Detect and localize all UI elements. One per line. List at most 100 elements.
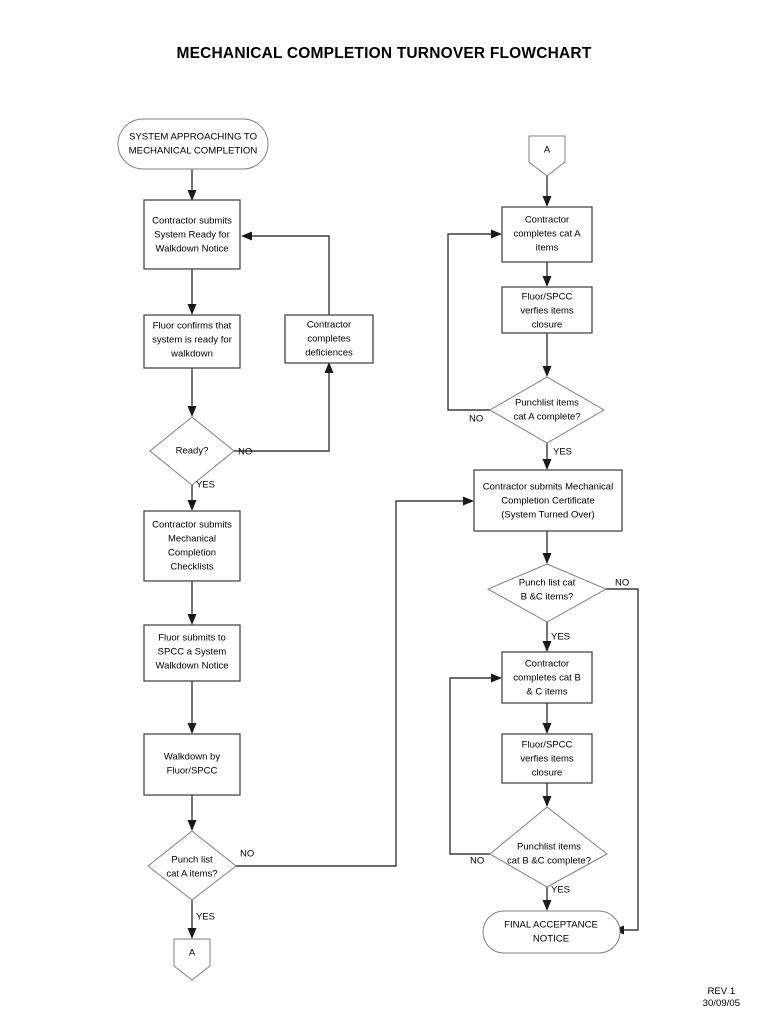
node-punchlist-cat-bc-decision[interactable]: Punchlist items cat B &C complete? [489, 806, 608, 888]
edge-fluor-submits-to-walkdown [187, 681, 197, 734]
node-contractor-deficiences[interactable]: Contractor completes deficiences [284, 314, 374, 364]
node-punchlist-cat-a-decision[interactable]: Punchlist items cat A complete? [489, 376, 605, 444]
start-terminal-line2: MECHANICAL COMPLETION [129, 146, 258, 157]
contractor-deficiences-line1: Contractor [307, 320, 351, 331]
fluor-confirms-line2: system is ready for [152, 335, 232, 346]
verifies-cat-a-line3: closure [532, 320, 563, 331]
label-punch-cat-bc-yes: YES [551, 632, 570, 643]
edge-punch-cat-a-yes-to-connector-a [187, 900, 197, 939]
edge-punch-cat-bc-no-to-final [606, 588, 639, 935]
verifies-cat-bc-line2: verfies items [520, 754, 574, 765]
edge-connector-a-to-completes-cat-a [542, 176, 552, 207]
edge-walkdown-to-punch-cat-a [187, 795, 197, 831]
node-submit-mc-certificate[interactable]: Contractor submits Mechanical Completion… [473, 469, 623, 532]
edge-punch-cat-bc-yes-to-completes [542, 622, 552, 652]
connector-a-in-label: A [544, 145, 551, 156]
label-punchlist-cat-a-no: NO [469, 414, 483, 425]
label-punch-cat-a-no: NO [240, 849, 254, 860]
verifies-cat-a-line1: Fluor/SPCC [522, 292, 573, 303]
completes-cat-bc-line3: & C items [526, 687, 567, 698]
label-punch-cat-bc-no: NO [615, 578, 629, 589]
completes-cat-a-line3: items [536, 243, 559, 254]
mc-checklists-line3: Completion [168, 548, 216, 559]
edge-deficiences-to-submit-ready [241, 231, 330, 315]
punch-cat-bc-line2: B &C items? [521, 592, 574, 603]
label-punchlist-cat-a-yes: YES [553, 447, 572, 458]
edge-start-to-submit-ready [187, 169, 197, 201]
revision-block: REV 1 30/09/05 [703, 986, 740, 1010]
edge-mc-checklists-to-fluor-submits [187, 581, 197, 625]
completes-cat-bc-line1: Contractor [525, 659, 569, 670]
node-start-terminal[interactable]: SYSTEM APPROACHING TO MECHANICAL COMPLET… [117, 118, 269, 170]
node-completes-cat-bc[interactable]: Contractor completes cat B & C items [501, 651, 593, 704]
connector-a-out-label: A [189, 948, 196, 959]
verifies-cat-bc-line3: closure [532, 768, 563, 779]
node-submit-mc-checklists[interactable]: Contractor submits Mechanical Completion… [143, 510, 241, 582]
edge-punchlist-cat-a-no-to-completes [447, 229, 502, 411]
node-fluor-confirms[interactable]: Fluor confirms that system is ready for … [143, 314, 241, 369]
edge-punchlist-cat-bc-no-to-completes [449, 673, 502, 855]
node-final-terminal[interactable]: FINAL ACCEPTANCE NOTICE [482, 910, 621, 954]
edge-verifies-cat-a-to-punchlist-decision [542, 333, 552, 377]
node-fluor-submits-spcc[interactable]: Fluor submits to SPCC a System Walkdown … [143, 624, 241, 682]
verifies-cat-a-line2: verfies items [520, 306, 574, 317]
fluor-submits-line1: Fluor submits to [158, 633, 226, 644]
edge-mc-certificate-to-punch-cat-bc [542, 531, 552, 564]
edges-layer [187, 169, 639, 939]
final-terminal-line1: FINAL ACCEPTANCE [504, 920, 598, 931]
mc-certificate-line3: (System Turned Over) [501, 510, 594, 521]
completes-cat-a-line1: Contractor [525, 215, 569, 226]
edge-submit-ready-to-fluor-confirms [187, 269, 197, 315]
fluor-submits-line2: SPCC a System [158, 647, 227, 658]
mc-certificate-line1: Contractor submits Mechanical [483, 482, 613, 493]
fluor-submits-line3: Walkdown Notice [155, 661, 228, 672]
punchlist-cat-a-line2: cat A complete? [513, 412, 580, 423]
node-completes-cat-a[interactable]: Contractor completes cat A items [501, 206, 593, 263]
node-verifies-cat-a[interactable]: Fluor/SPCC verfies items closure [501, 286, 593, 334]
fluor-confirms-line3: walkdown [170, 349, 213, 360]
label-ready-no: NO [238, 447, 252, 458]
node-punch-cat-bc-decision[interactable]: Punch list cat B &C items? [486, 563, 608, 623]
mc-checklists-line2: Mechanical [168, 534, 216, 545]
completes-cat-bc-line2: completes cat B [513, 673, 581, 684]
node-walkdown-by[interactable]: Walkdown by Fluor/SPCC [143, 733, 241, 796]
punchlist-cat-a-line1: Punchlist items [515, 398, 579, 409]
ready-decision-label: Ready? [176, 446, 209, 457]
edge-completes-cat-a-to-verifies [542, 262, 552, 287]
label-ready-yes: YES [196, 480, 215, 491]
mc-checklists-line4: Checklists [170, 562, 214, 573]
label-punchlist-cat-bc-yes: YES [551, 885, 570, 896]
edge-punch-cat-a-no-to-mc-certificate [236, 496, 474, 867]
node-connector-a-in[interactable]: A [528, 135, 566, 177]
edge-fluor-confirms-to-ready [187, 368, 197, 417]
verifies-cat-bc-line1: Fluor/SPCC [522, 740, 573, 751]
contractor-deficiences-line2: completes [307, 334, 351, 345]
punch-cat-a-line1: Punch list [171, 855, 213, 866]
edge-punchlist-cat-bc-yes-to-final [542, 887, 552, 911]
edge-punchlist-cat-a-yes-to-mc-certificate [542, 443, 552, 470]
submit-ready-notice-line2: System Ready for [154, 230, 230, 241]
contractor-deficiences-line3: deficiences [305, 348, 353, 359]
edge-ready-no-to-deficiences [234, 362, 334, 452]
page-title: MECHANICAL COMPLETION TURNOVER FLOWCHART [176, 45, 592, 62]
edge-labels-layer: NO YES NO YES NO YES NO YES NO YES [196, 414, 629, 923]
node-ready-decision[interactable]: Ready? [149, 416, 235, 486]
punch-cat-bc-line1: Punch list cat [519, 578, 576, 589]
walkdown-by-line1: Walkdown by [164, 752, 220, 763]
submit-ready-notice-line1: Contractor submits [152, 216, 232, 227]
node-verifies-cat-bc[interactable]: Fluor/SPCC verfies items closure [501, 733, 593, 784]
node-punch-cat-a-decision[interactable]: Punch list cat A items? [147, 830, 237, 901]
fluor-confirms-line1: Fluor confirms that [153, 321, 232, 332]
node-submit-ready-notice[interactable]: Contractor submits System Ready for Walk… [143, 199, 241, 270]
walkdown-by-line2: Fluor/SPCC [167, 766, 218, 777]
revision-date: 30/09/05 [702, 998, 740, 1010]
edge-verifies-cat-bc-to-punchlist-decision [542, 783, 552, 807]
final-terminal-line2: NOTICE [533, 934, 569, 945]
submit-ready-notice-line3: Walkdown Notice [155, 244, 228, 255]
punch-cat-a-line2: cat A items? [166, 869, 217, 880]
edge-completes-cat-bc-to-verifies [542, 703, 552, 734]
punchlist-cat-bc-line1: Punchlist items [517, 842, 581, 853]
label-punch-cat-a-yes: YES [196, 912, 215, 923]
node-connector-a-out[interactable]: A [173, 938, 211, 981]
